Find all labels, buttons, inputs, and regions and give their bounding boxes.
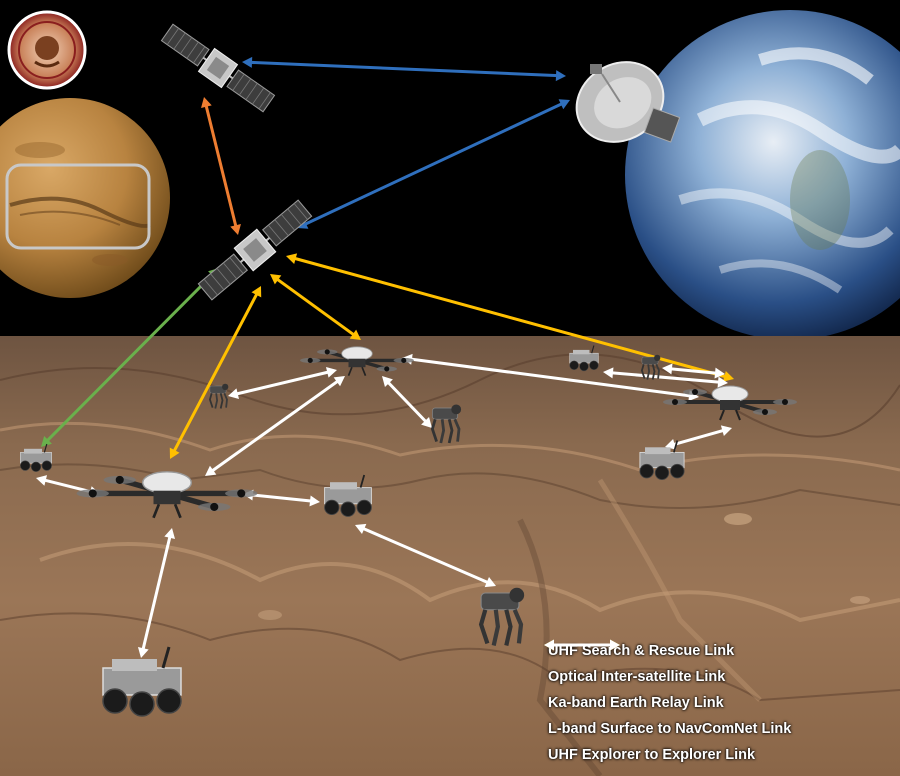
earth-planet (625, 10, 900, 340)
drone-left-drone (76, 471, 258, 519)
mars-planet (0, 98, 170, 298)
drone-right-drone (663, 385, 797, 421)
rover-right-rover (639, 440, 685, 481)
sat-upper-satellite (160, 23, 276, 113)
link-uhf_e2e-14 (355, 523, 496, 588)
rover-left-small-rover (20, 443, 52, 472)
legend-label: UHF Search & Rescue Link (548, 643, 735, 659)
rover-center-rover (324, 474, 372, 517)
link-uhf_e2e-7 (228, 366, 337, 400)
legend-item-ka: Ka-band Earth Relay Link (540, 639, 890, 716)
walker-center-walker (430, 404, 462, 444)
region-highlight-box (5, 163, 151, 250)
sat-lower-satellite (197, 199, 313, 301)
rover-bottom-rover (102, 646, 182, 717)
legend-arrow-icon (544, 639, 620, 651)
walker-small-right-walker (640, 354, 661, 380)
dish-dish (575, 61, 681, 143)
legend-item-uhf_e2e: UHF Explorer to Explorer Link (540, 639, 890, 768)
drone-center-drone (300, 346, 414, 377)
link-uhf_e2e-13 (137, 528, 176, 658)
link-uhf_e2e-8 (205, 376, 345, 476)
mission-logo (7, 10, 87, 90)
legend-label: Ka-band Earth Relay Link (548, 695, 724, 711)
legend-item-lband: L-band Surface to NavComNet Link (540, 639, 890, 742)
network-nodes (20, 23, 797, 717)
walker-bottom-walker (478, 587, 525, 646)
link-lband-4 (169, 286, 262, 459)
link-uhf_e2e-15 (665, 425, 732, 450)
link-uhf_e2e-16 (603, 367, 728, 388)
communication-links (36, 56, 734, 658)
link-uhf_e2e-9 (382, 376, 432, 428)
walker-small-left-walker (208, 383, 229, 409)
legend-item-optical: Optical Inter-satellite Link (540, 639, 890, 690)
link-uhf_e2e-17 (662, 363, 725, 379)
rover-far-right-rover (569, 345, 599, 372)
legend-label: Optical Inter-satellite Link (548, 669, 726, 685)
link-optical-2 (201, 97, 241, 235)
legend-label: L-band Surface to NavComNet Link (548, 721, 792, 737)
link-ka-0 (242, 56, 566, 82)
legend-label: UHF Explorer to Explorer Link (548, 747, 756, 763)
link-lband-5 (270, 274, 361, 340)
